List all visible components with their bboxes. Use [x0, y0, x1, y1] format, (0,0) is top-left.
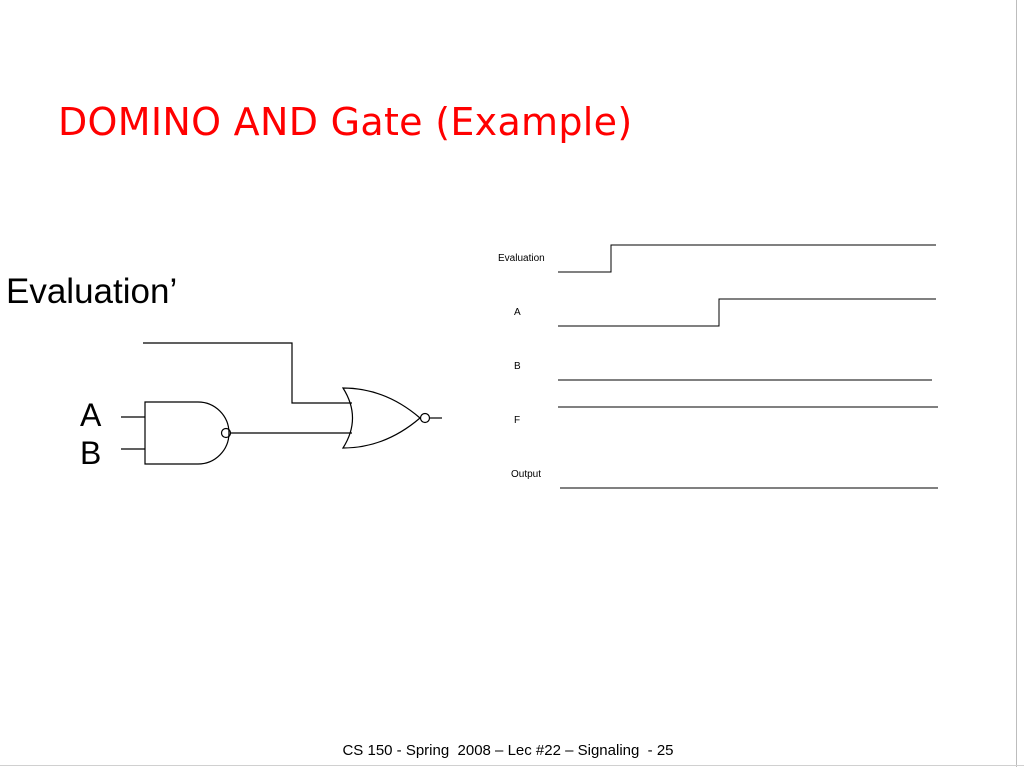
slide-title: DOMINO AND Gate (Example): [58, 100, 633, 144]
timing-label-evaluation: Evaluation: [498, 253, 545, 264]
timing-label-b: B: [514, 361, 521, 372]
nor-gate: [341, 387, 421, 449]
timing-waveforms: [558, 244, 938, 489]
footer-rule: [0, 765, 1024, 766]
waveform-evaluation: [558, 244, 936, 273]
timing-label-a: A: [514, 307, 521, 318]
slide-footer: CS 150 - Spring 2008 – Lec #22 – Signali…: [342, 742, 674, 759]
input-a-label: A: [80, 397, 102, 433]
gate-circuit: [121, 342, 442, 465]
evaluation-prime-label: Evaluation’: [6, 272, 178, 311]
wire-evaluation: [143, 342, 352, 404]
nand-output-bubble: [220, 427, 232, 439]
timing-label-output: Output: [511, 469, 542, 480]
waveform-a: [558, 298, 936, 327]
nand-gate: [144, 401, 230, 465]
timing-label-f: F: [514, 415, 521, 426]
slide-edge: [1016, 0, 1017, 767]
nor-output-bubble: [419, 412, 431, 424]
input-b-label: B: [80, 435, 102, 471]
